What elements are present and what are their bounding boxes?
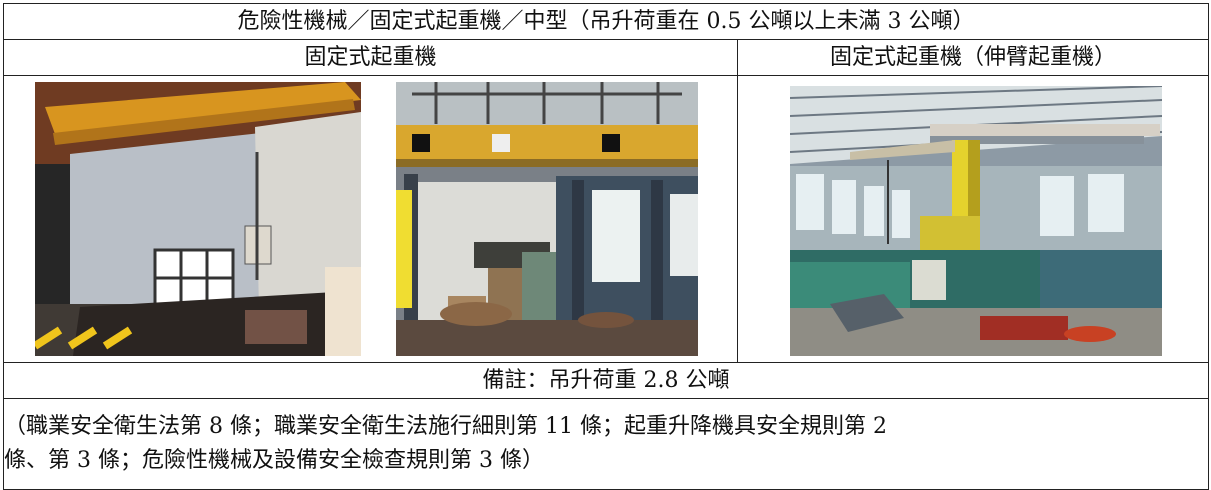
document-title: 危險性機械／固定式起重機／中型（吊升荷重在 0.5 公噸以上未滿 3 公噸） xyxy=(3,3,1209,40)
fixed-crane-header: 固定式起重機 xyxy=(3,39,738,76)
overhead-crane-photo-left xyxy=(35,82,361,356)
middle-crane-photo-svg xyxy=(396,82,698,356)
legal-basis-line-2: 條、第 3 條；危險性機械及設備安全檢查規則第 3 條） xyxy=(4,448,544,473)
left-crane-photo-svg xyxy=(35,82,361,356)
overhead-crane-photo-middle xyxy=(396,82,698,356)
remark: 備註：吊升荷重 2.8 公噸 xyxy=(3,362,1209,399)
jib-crane-photo-cell xyxy=(737,75,1209,363)
crane-info-table: 危險性機械／固定式起重機／中型（吊升荷重在 0.5 公噸以上未滿 3 公噸） 固… xyxy=(3,3,1209,490)
legal-basis-line-1: （職業安全衛生法第 8 條；職業安全衛生法施行細則第 11 條；起重升降機具安全… xyxy=(4,414,887,439)
fixed-crane-photo-cell xyxy=(3,75,738,363)
right-crane-photo-svg xyxy=(790,86,1162,356)
jib-crane-header: 固定式起重機（伸臂起重機） xyxy=(737,39,1209,76)
jib-crane-photo xyxy=(790,86,1162,356)
legal-basis: （職業安全衛生法第 8 條；職業安全衛生法施行細則第 11 條；起重升降機具安全… xyxy=(3,398,1209,490)
